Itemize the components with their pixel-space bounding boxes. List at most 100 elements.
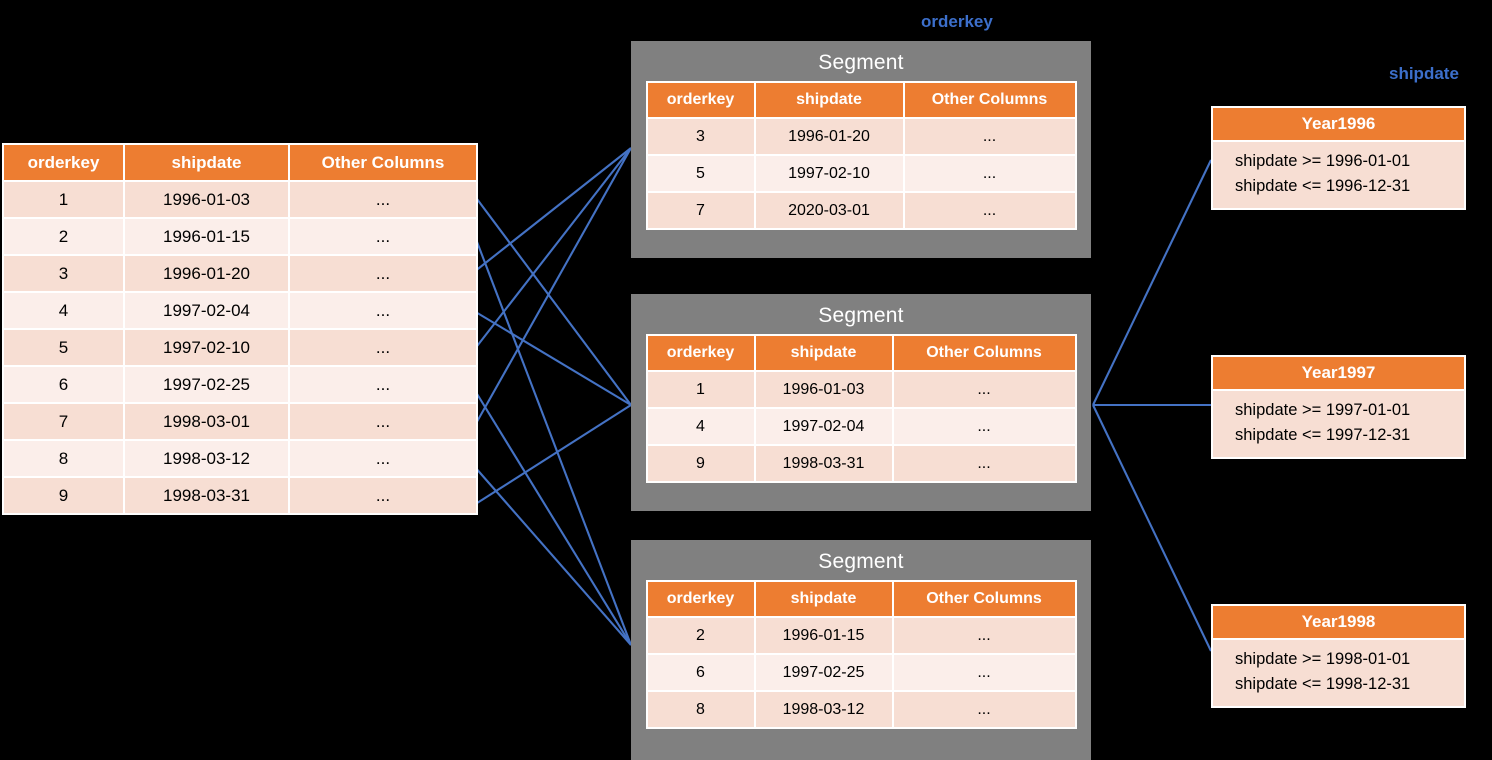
cell-orderkey: 3: [647, 119, 754, 154]
cell-shipdate: 2020-03-01: [755, 193, 903, 228]
table-row: 9 1998-03-31 ...: [647, 446, 1075, 481]
annotation-label-shipdate: shipdate: [1389, 64, 1459, 83]
cell-other: ...: [290, 404, 476, 439]
table-row: 4 1997-02-04 ...: [4, 293, 476, 328]
cell-shipdate: 1997-02-04: [125, 293, 288, 328]
cell-shipdate: 1998-03-01: [125, 404, 288, 439]
cell-other: ...: [893, 655, 1075, 690]
cell-orderkey: 1: [647, 372, 754, 407]
table-row: 3 1996-01-20 ...: [4, 256, 476, 291]
table-row: 2 1996-01-15 ...: [4, 219, 476, 254]
cell-orderkey: 9: [647, 446, 754, 481]
partition-box-year1997: Year1997 shipdate >= 1997-01-01 shipdate…: [1211, 355, 1466, 459]
partition-box-year1996: Year1996 shipdate >= 1996-01-01 shipdate…: [1211, 106, 1466, 210]
edge-row6-to-segment3: [473, 388, 632, 646]
annotation-label-orderkey: orderkey: [921, 12, 993, 31]
cell-orderkey: 6: [647, 655, 754, 690]
segment-table-3: orderkey shipdate Other Columns 2 1996-0…: [645, 580, 1077, 729]
cell-shipdate: 1996-01-15: [125, 219, 288, 254]
column-header-shipdate: shipdate: [755, 582, 892, 616]
cell-shipdate: 1998-03-31: [125, 478, 288, 513]
partition-condition-lower: shipdate >= 1998-01-01: [1235, 650, 1411, 668]
partition-title: Year1997: [1213, 357, 1464, 389]
partition-box-year1998: Year1998 shipdate >= 1998-01-01 shipdate…: [1211, 604, 1466, 708]
cell-other: ...: [290, 478, 476, 513]
partition-conditions: shipdate >= 1996-01-01 shipdate <= 1996-…: [1213, 142, 1464, 208]
cell-orderkey: 2: [647, 618, 754, 653]
cell-orderkey: 8: [647, 692, 754, 727]
edge-row3-to-segment1: [473, 147, 632, 273]
cell-orderkey: 6: [4, 367, 123, 402]
partition-condition-upper: shipdate <= 1998-12-31: [1235, 675, 1411, 693]
cell-orderkey: 1: [4, 182, 123, 217]
table-row: 1 1996-01-03 ...: [4, 182, 476, 217]
segment-title: Segment: [818, 304, 904, 327]
table-row: 6 1997-02-25 ...: [647, 655, 1075, 690]
table-row: 2 1996-01-15 ...: [647, 618, 1075, 653]
partition-condition-upper: shipdate <= 1996-12-31: [1235, 177, 1411, 195]
column-header-orderkey: orderkey: [647, 582, 754, 616]
table-row: 5 1997-02-10 ...: [647, 156, 1075, 191]
segment-title: Segment: [818, 550, 904, 573]
cell-other: ...: [893, 409, 1075, 444]
cell-shipdate: 1997-02-25: [125, 367, 288, 402]
segment-header-row: orderkey shipdate Other Columns: [647, 83, 1075, 117]
cell-shipdate: 1997-02-10: [125, 330, 288, 365]
table-row: 7 1998-03-01 ...: [4, 404, 476, 439]
cell-shipdate: 1997-02-25: [755, 655, 892, 690]
edge-row9-to-segment2: [473, 404, 632, 506]
table-row: 7 2020-03-01 ...: [647, 193, 1075, 228]
cell-other: ...: [904, 156, 1075, 191]
segment-table-2: orderkey shipdate Other Columns 1 1996-0…: [645, 334, 1077, 483]
edge-row7-to-segment1: [473, 147, 632, 428]
column-header-other: Other Columns: [893, 582, 1075, 616]
table-row: 3 1996-01-20 ...: [647, 119, 1075, 154]
column-header-other: Other Columns: [904, 83, 1075, 117]
column-header-orderkey: orderkey: [647, 83, 754, 117]
table-row: 8 1998-03-12 ...: [4, 441, 476, 476]
cell-shipdate: 1998-03-31: [755, 446, 892, 481]
segment-table-1: orderkey shipdate Other Columns 3 1996-0…: [645, 81, 1077, 230]
column-header-other: Other Columns: [290, 145, 476, 180]
table-row: 1 1996-01-03 ...: [647, 372, 1075, 407]
partition-condition-upper: shipdate <= 1997-12-31: [1235, 426, 1411, 444]
partition-condition-lower: shipdate >= 1996-01-01: [1235, 152, 1411, 170]
partition-title: Year1998: [1213, 606, 1464, 638]
table-row: 8 1998-03-12 ...: [647, 692, 1075, 727]
table-row: 4 1997-02-04 ...: [647, 409, 1075, 444]
cell-other: ...: [290, 256, 476, 291]
cell-orderkey: 8: [4, 441, 123, 476]
cell-other: ...: [904, 119, 1075, 154]
cell-orderkey: 7: [647, 193, 754, 228]
edge-hub-to-year1998: [1092, 404, 1212, 652]
edge-row1-to-segment2: [473, 194, 632, 406]
column-header-other: Other Columns: [893, 336, 1075, 370]
segment-box-2: Segment orderkey shipdate Other Columns …: [631, 294, 1091, 511]
column-header-orderkey: orderkey: [647, 336, 754, 370]
cell-shipdate: 1997-02-04: [755, 409, 892, 444]
edge-row8-to-segment3: [473, 465, 632, 646]
partition-conditions: shipdate >= 1998-01-01 shipdate <= 1998-…: [1213, 640, 1464, 706]
cell-other: ...: [290, 219, 476, 254]
column-header-shipdate: shipdate: [755, 83, 903, 117]
segment-box-3: Segment orderkey shipdate Other Columns …: [631, 540, 1091, 760]
cell-orderkey: 4: [647, 409, 754, 444]
cell-shipdate: 1998-03-12: [755, 692, 892, 727]
segment-header-row: orderkey shipdate Other Columns: [647, 582, 1075, 616]
segment-box-1: Segment orderkey shipdate Other Columns …: [631, 41, 1091, 258]
cell-other: ...: [893, 618, 1075, 653]
partition-title: Year1996: [1213, 108, 1464, 140]
cell-orderkey: 4: [4, 293, 123, 328]
edge-hub-to-year1996: [1092, 159, 1212, 406]
cell-orderkey: 7: [4, 404, 123, 439]
cell-other: ...: [290, 330, 476, 365]
cell-other: ...: [290, 441, 476, 476]
cell-other: ...: [290, 293, 476, 328]
cell-shipdate: 1996-01-03: [755, 372, 892, 407]
column-header-orderkey: orderkey: [4, 145, 123, 180]
partition-conditions: shipdate >= 1997-01-01 shipdate <= 1997-…: [1213, 391, 1464, 457]
cell-shipdate: 1996-01-03: [125, 182, 288, 217]
cell-other: ...: [893, 446, 1075, 481]
table-row: 5 1997-02-10 ...: [4, 330, 476, 365]
